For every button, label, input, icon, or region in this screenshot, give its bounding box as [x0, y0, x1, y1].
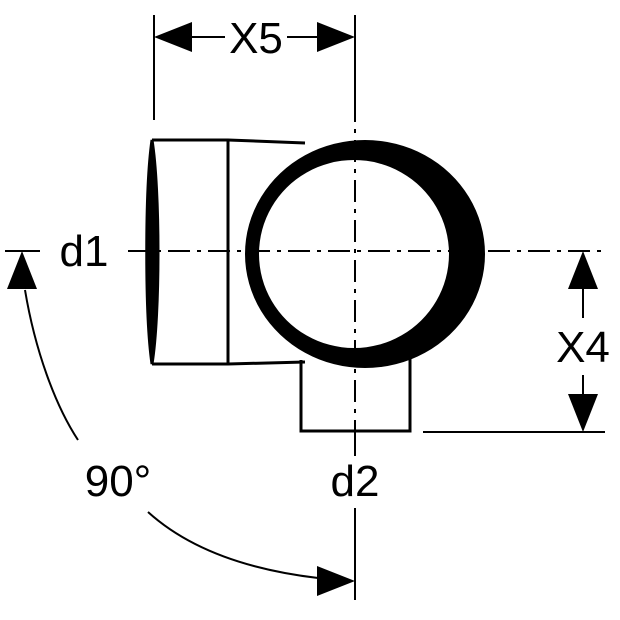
x4-arrow-top — [568, 251, 598, 289]
angle-arc-lower — [147, 511, 319, 579]
d1-label: d1 — [60, 227, 109, 276]
x5-arrow-left — [154, 22, 192, 52]
x5-label: X5 — [229, 14, 283, 63]
x5-arrow-right — [317, 22, 355, 52]
x5-dimension — [153, 15, 356, 120]
angle-arc-upper — [24, 289, 79, 441]
angle-arrow-right — [317, 566, 355, 596]
centerlines — [128, 100, 605, 440]
angle-arrow-top — [7, 251, 37, 289]
sleeve-end-face — [145, 139, 160, 365]
main-socket-ring — [245, 140, 486, 369]
d2-label: d2 — [331, 457, 380, 506]
x4-label: X4 — [556, 323, 610, 372]
x4-arrow-bottom — [568, 394, 598, 432]
angle-label: 90° — [85, 457, 152, 506]
